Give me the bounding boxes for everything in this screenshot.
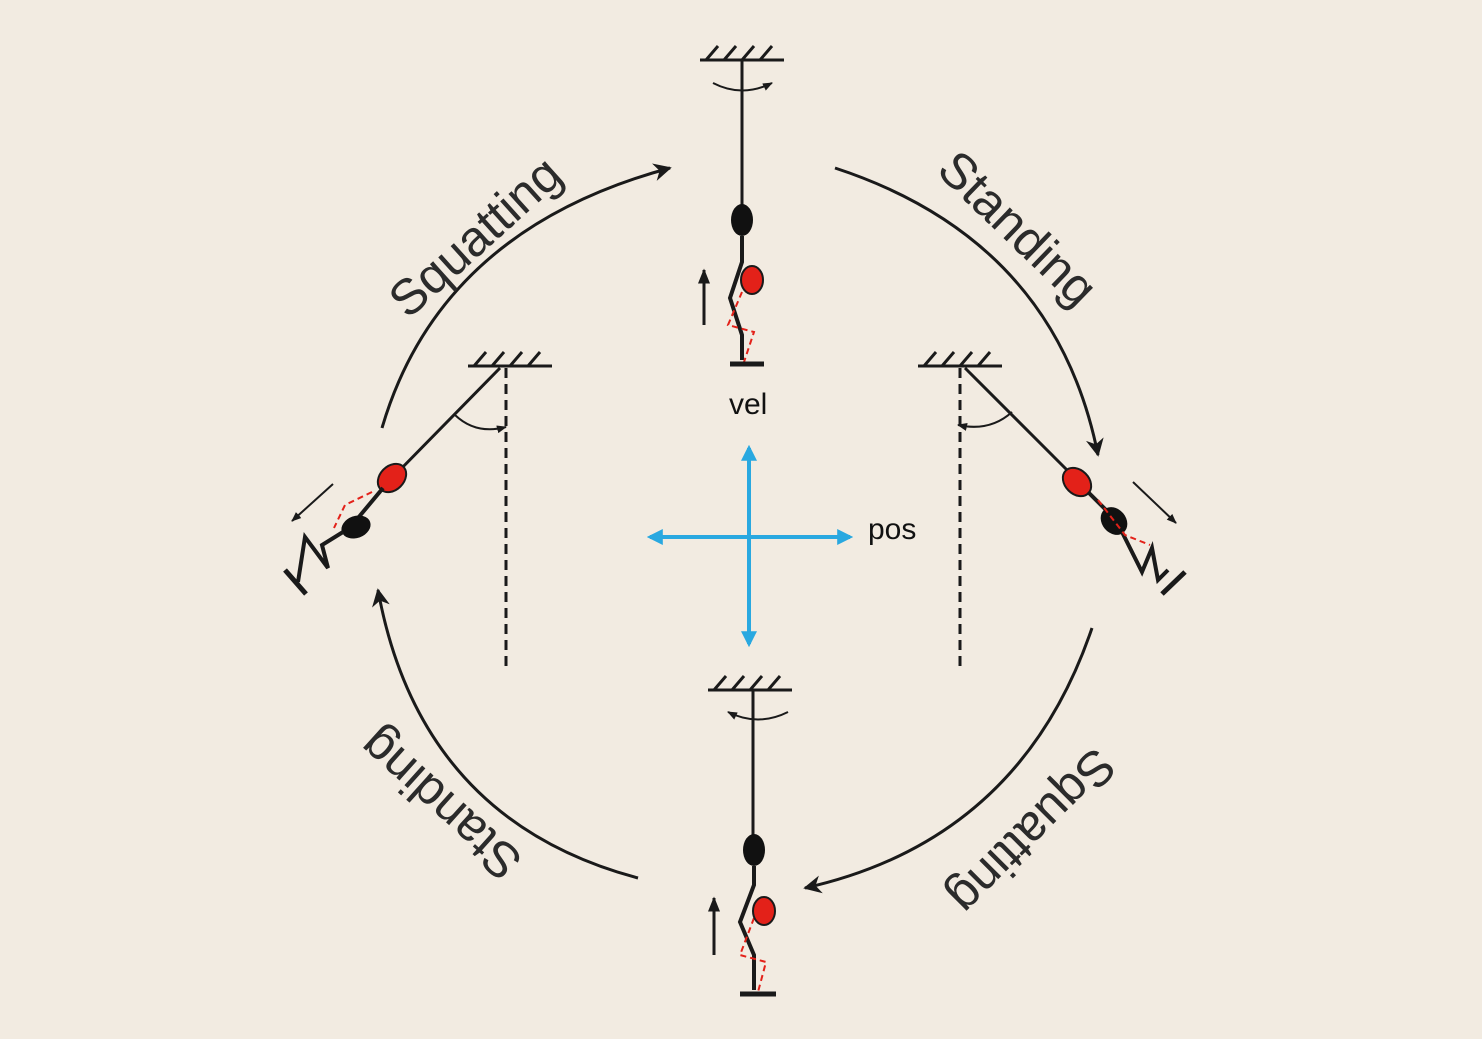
- ceiling-right: [916, 350, 1004, 368]
- ceiling-left: [466, 350, 554, 368]
- label-standing-top-right: Standing: [927, 140, 1108, 317]
- velocity-axis-label: vel: [729, 388, 767, 421]
- head-left: [341, 515, 371, 539]
- arc-arrow-bottom-right: [803, 627, 1094, 894]
- body-top: [727, 236, 744, 360]
- legs-left: [296, 530, 345, 583]
- position-axis-label: pos: [868, 513, 916, 546]
- body-bottom: [737, 866, 756, 990]
- head-bottom: [743, 834, 765, 866]
- motion-arrow-right: [1132, 481, 1177, 524]
- pendulum-left: [283, 350, 554, 670]
- rope-left: [393, 366, 502, 477]
- center-of-mass-top: [740, 265, 764, 295]
- angle-arrow-left: [454, 414, 507, 434]
- head-top: [731, 204, 753, 236]
- arc-arrow-top-right: [834, 166, 1104, 457]
- arc-arrow-bottom-left: [372, 588, 639, 880]
- angle-arrow-right: [957, 411, 1013, 431]
- cycle-arrows: [372, 163, 1104, 894]
- motion-arrow-left: [291, 483, 334, 522]
- label-standing-bottom-left: Standing: [348, 718, 532, 892]
- label-squatting-top-left: Squatting: [378, 145, 572, 328]
- legs-right: [1120, 531, 1170, 585]
- center-of-mass-bottom: [752, 896, 776, 926]
- feet-right: [1160, 570, 1187, 596]
- dashed-legs-bottom: [738, 917, 768, 993]
- torso-left: [356, 486, 385, 520]
- rotation-arrow-bottom: [727, 711, 789, 721]
- pendulum-right: [916, 350, 1187, 670]
- ceiling-bottom: [706, 674, 794, 692]
- arc-arrow-top-left: [380, 163, 672, 429]
- pendulum-top: [698, 44, 786, 367]
- ceiling-top: [698, 44, 786, 62]
- pendulum-bottom: [706, 674, 794, 997]
- rope-right: [963, 366, 1074, 477]
- dashed-legs-right: [1097, 499, 1151, 546]
- rotation-arrow-top: [712, 82, 773, 92]
- phase-axes: vel pos: [646, 388, 916, 648]
- feet-left: [283, 568, 308, 596]
- label-squatting-bottom-right: Squatting: [938, 737, 1127, 926]
